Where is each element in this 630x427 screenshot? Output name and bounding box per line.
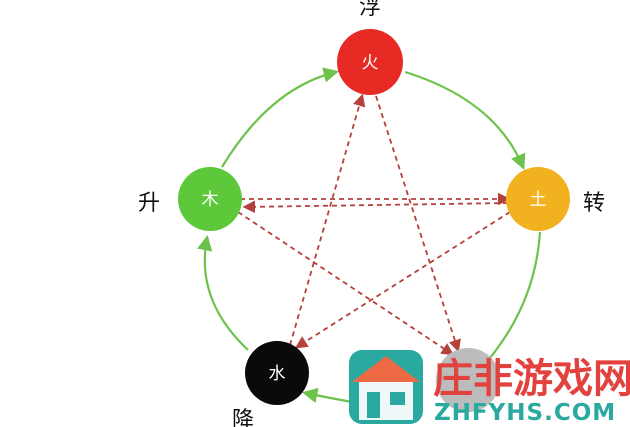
watermark: 庄非游戏网 ZHFYHS.COM bbox=[349, 350, 630, 426]
label-bottom: 降 bbox=[232, 408, 254, 427]
node-wood-circle bbox=[178, 167, 242, 231]
node-earth-circle bbox=[506, 167, 570, 231]
node-metal bbox=[436, 348, 500, 412]
label-right: 转 bbox=[583, 191, 605, 216]
node-water-circle bbox=[245, 341, 309, 405]
star-line-water-fire bbox=[289, 93, 366, 346]
label-top: 浮 bbox=[359, 0, 381, 20]
node-fire-circle bbox=[337, 29, 403, 95]
arc-water-to-wood bbox=[197, 234, 249, 351]
label-left: 升 bbox=[138, 191, 160, 216]
star-line-wood-metal bbox=[237, 211, 455, 356]
star-line-earth-water bbox=[294, 211, 511, 349]
node-wood-label: 木 bbox=[202, 190, 219, 210]
node-earth: 土 bbox=[506, 167, 570, 231]
arc-metal-to-water bbox=[301, 387, 353, 404]
watermark-logo-icon bbox=[349, 350, 423, 424]
star-line-earth-wood bbox=[242, 200, 509, 214]
node-earth-label: 土 bbox=[530, 190, 547, 210]
node-water-label: 水 bbox=[269, 364, 286, 384]
watermark-brand-en: ZHFYHS.COM bbox=[434, 400, 616, 426]
node-fire-label: 火 bbox=[362, 53, 379, 73]
watermark-brand-cn: 庄非游戏网 bbox=[433, 356, 630, 402]
node-wood: 木 bbox=[178, 167, 242, 231]
node-water: 水 bbox=[245, 341, 309, 405]
arc-wood-to-fire bbox=[221, 67, 339, 168]
node-metal-circle bbox=[436, 348, 500, 412]
arc-earth-to-metal bbox=[475, 231, 542, 375]
arc-fire-to-earth bbox=[404, 70, 526, 170]
node-fire: 火 bbox=[337, 29, 403, 95]
controlling-cycle bbox=[237, 93, 511, 356]
